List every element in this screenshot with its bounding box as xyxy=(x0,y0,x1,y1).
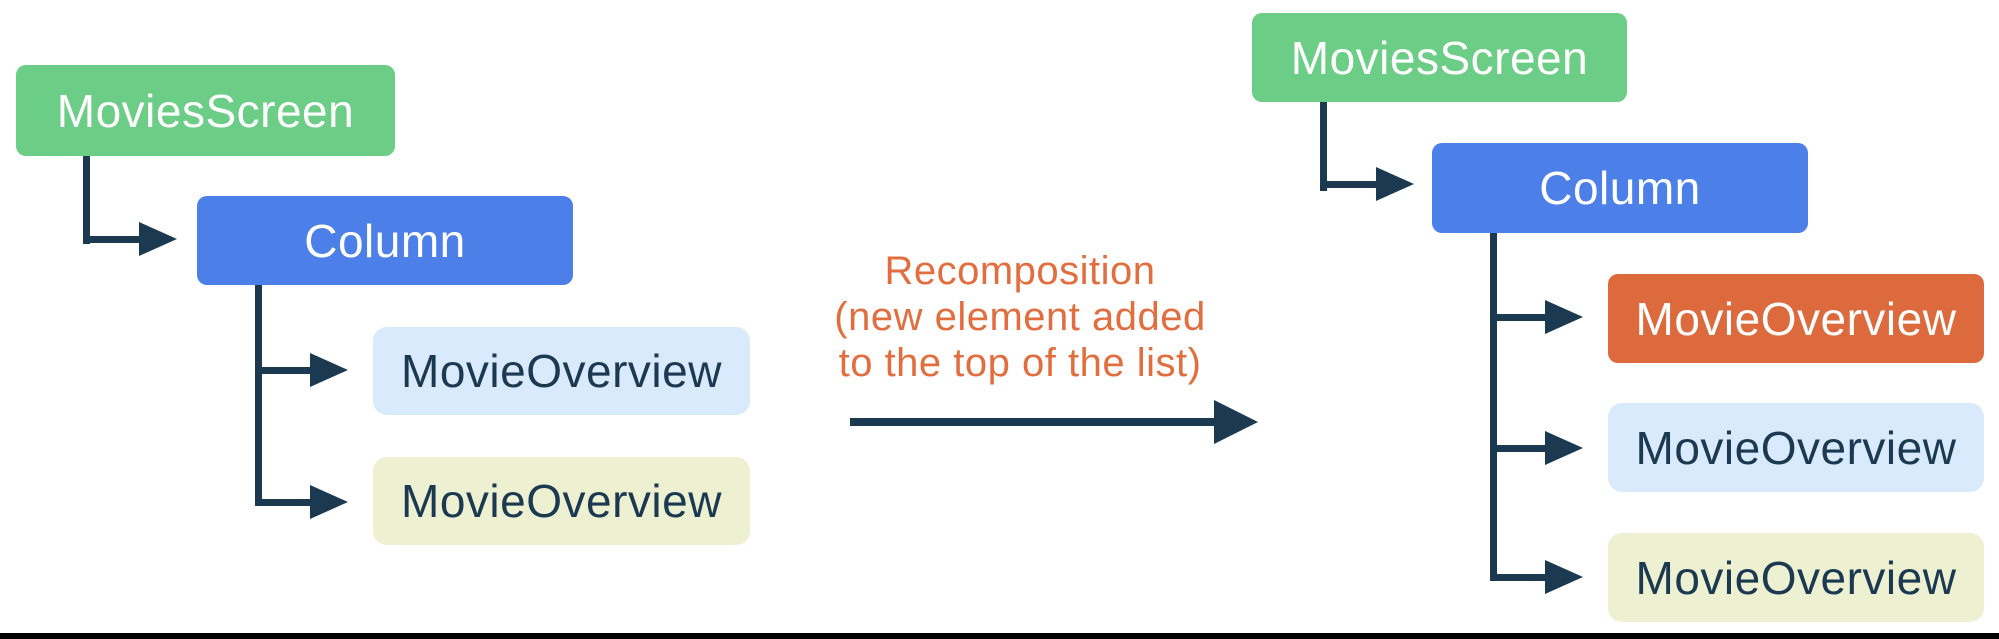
right-branch-3-line xyxy=(1490,574,1547,581)
right-branch-2-line xyxy=(1490,445,1547,452)
left-branch-2-line xyxy=(255,499,312,506)
bottom-divider xyxy=(0,633,1999,639)
right-node-movie-overview-new: MovieOverview xyxy=(1608,274,1984,363)
annotation-line-1: Recomposition xyxy=(884,249,1156,293)
right-node-movie-overview-3: MovieOverview xyxy=(1608,533,1984,622)
recomposition-annotation: Recomposition (new element added to the … xyxy=(770,248,1270,386)
left-trunk-vertical-line xyxy=(255,285,262,506)
recomposition-arrowhead-icon xyxy=(1214,400,1258,444)
right-elbow-arrowhead-icon xyxy=(1376,167,1414,201)
right-branch-3-arrowhead-icon xyxy=(1545,560,1583,594)
right-node-movie-overview-2: MovieOverview xyxy=(1608,403,1984,492)
left-node-movie-overview-1: MovieOverview xyxy=(373,327,750,415)
left-node-movie-overview-2: MovieOverview xyxy=(373,457,750,545)
left-branch-1-arrowhead-icon xyxy=(310,353,348,387)
left-node-column: Column xyxy=(197,196,573,285)
right-branch-1-line xyxy=(1490,314,1547,321)
right-node-column: Column xyxy=(1432,143,1808,233)
left-elbow-vertical-line xyxy=(83,156,90,244)
left-node-movies-screen: MoviesScreen xyxy=(16,65,395,156)
left-branch-1-line xyxy=(255,367,312,374)
right-node-movies-screen: MoviesScreen xyxy=(1252,13,1627,102)
right-branch-1-arrowhead-icon xyxy=(1545,300,1583,334)
right-trunk-vertical-line xyxy=(1490,233,1497,581)
annotation-line-2: (new element added xyxy=(834,295,1206,339)
right-branch-2-arrowhead-icon xyxy=(1545,431,1583,465)
left-elbow-arrowhead-icon xyxy=(139,222,177,256)
left-elbow-horizontal-line xyxy=(83,236,141,243)
right-elbow-horizontal-line xyxy=(1320,181,1378,188)
left-branch-2-arrowhead-icon xyxy=(310,485,348,519)
recomposition-arrow-line xyxy=(850,418,1214,426)
right-elbow-vertical-line xyxy=(1320,102,1327,191)
annotation-line-3: to the top of the list) xyxy=(838,341,1202,385)
